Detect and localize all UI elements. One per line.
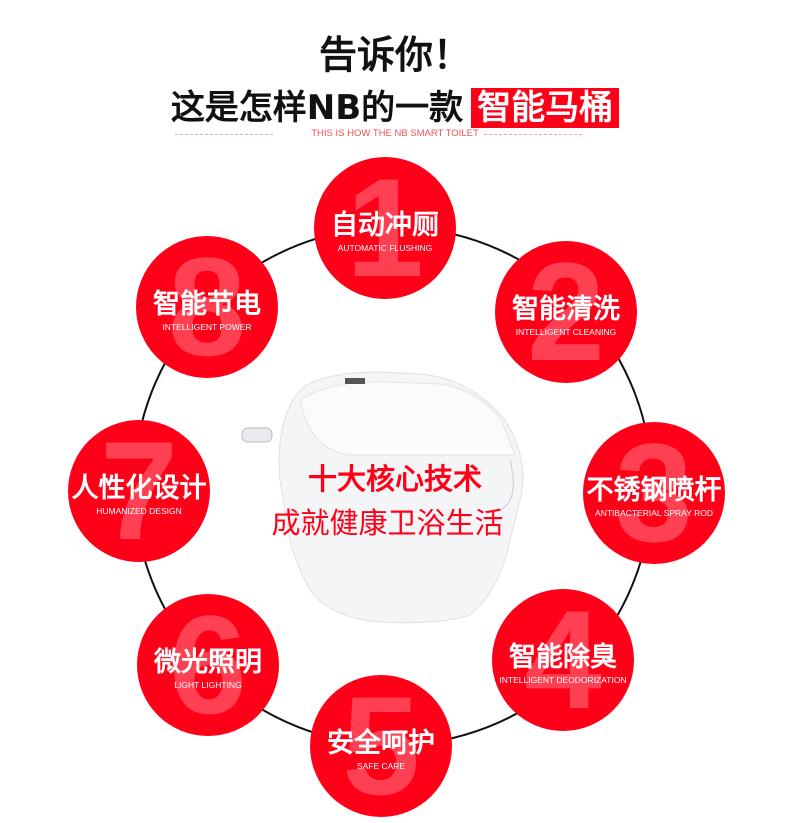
feature-number: 2	[527, 241, 605, 383]
center-subtitle: 成就健康卫浴生活	[271, 506, 504, 540]
feature-number: 4	[524, 589, 602, 731]
feature-number: 5	[342, 675, 420, 817]
subheadline-text: 这是怎样NB的一款	[170, 88, 464, 128]
feature-english: SAFE CARE	[356, 761, 406, 771]
feature-english: INTELLIGENT CLEANING	[515, 327, 617, 337]
english-subtitle: THIS IS HOW THE NB SMART TOILET	[311, 128, 479, 139]
subheadline: 这是怎样NB的一款智能马桶	[0, 80, 790, 129]
feature-title: 不锈钢喷杆	[586, 475, 722, 506]
headline: 告诉你！	[318, 33, 471, 77]
toilet-image	[241, 371, 524, 624]
feature-title: 自动冲厕	[331, 210, 439, 241]
feature-number: 7	[100, 420, 178, 562]
feature-english: ANTIBACTERIAL SPRAY ROD	[595, 508, 713, 518]
feature-number: 1	[346, 157, 424, 299]
feature-number: 6	[169, 594, 247, 736]
highlight-badge: 智能马桶	[471, 88, 620, 128]
feature-english: INTELLIGENT DEODORIZATION	[499, 675, 627, 685]
feature-title: 智能节电	[153, 289, 261, 320]
feature-title: 智能除臭	[509, 642, 617, 673]
feature-title: 人性化设计	[71, 473, 207, 504]
feature-number: 3	[615, 422, 693, 564]
divider-left	[175, 134, 273, 135]
feature-english: HUMANIZED DESIGN	[96, 506, 182, 516]
center-title: 十大核心技术	[307, 462, 482, 496]
feature-english: AUTOMATIC FLUSHING	[337, 243, 433, 253]
divider-right	[484, 134, 582, 135]
feature-english: INTELLIGENT POWER	[162, 322, 252, 332]
feature-english: LIGHT LIGHTING	[174, 680, 242, 690]
feature-number: 8	[168, 236, 246, 378]
feature-title: 微光照明	[154, 647, 262, 678]
feature-title: 安全呵护	[327, 728, 435, 759]
feature-title: 智能清洗	[512, 294, 620, 325]
